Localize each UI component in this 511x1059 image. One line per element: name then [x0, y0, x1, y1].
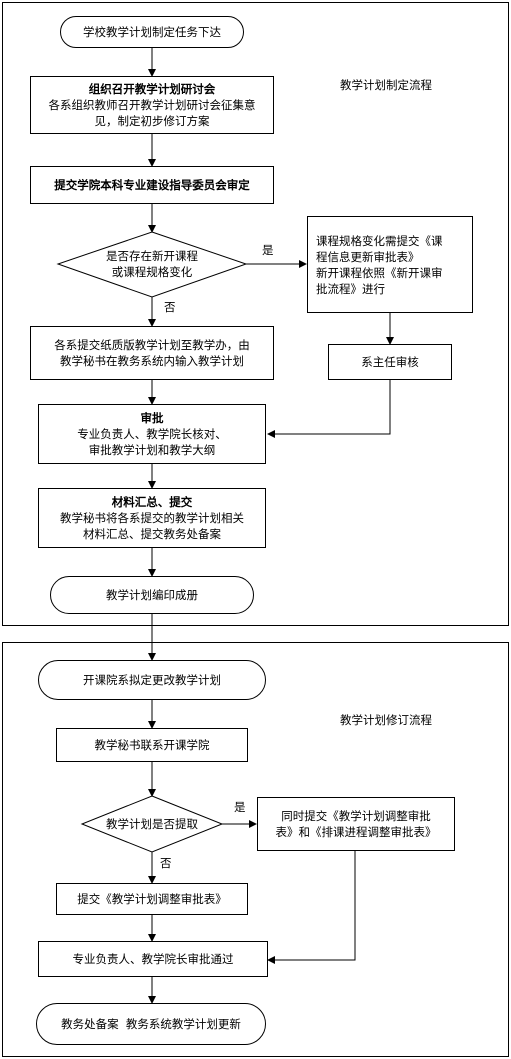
submit-adjust-form-box: 提交《教学计划调整审批表》 [56, 883, 248, 915]
leaders-approve-box: 专业负责人、教学院长审批通过 [38, 941, 268, 977]
dept-head-review-text: 系主任审核 [361, 355, 419, 369]
dept-head-review-box: 系主任审核 [328, 344, 452, 380]
revision-start-terminal: 开课院系拟定更改教学计划 [38, 660, 266, 700]
decision-diamond-plan-extract [80, 795, 224, 853]
course-change-line-1: 课程规格变化需提交《课 [316, 233, 443, 248]
section2-label: 教学计划修订流程 [340, 713, 432, 727]
archive-terminal-text: 教务处备案 教务系统教学计划更新 [61, 1017, 241, 1031]
leaders-approve-text: 专业负责人、教学院长审批通过 [72, 952, 234, 966]
approve-box: 审批 专业负责人、教学院长核对、 审批教学计划和教学大纲 [38, 404, 266, 464]
course-change-line-4: 批流程》进行 [316, 281, 385, 296]
revision-start-text: 开课院系拟定更改教学计划 [83, 673, 221, 687]
course-change-box: 课程规格变化需提交《课 程信息更新审批表》 新开课程依照《新开课审 批流程》进行 [307, 216, 473, 313]
contact-college-text: 教学秘书联系开课学院 [94, 738, 210, 752]
decision-line-2: 或课程规格变化 [111, 265, 193, 279]
submit-paper-line-1: 各系提交纸质版教学计划至教学办，由 [54, 338, 250, 352]
contact-college-box: 教学秘书联系开课学院 [56, 728, 248, 762]
decision2-no-label: 否 [160, 856, 172, 870]
decision-extract-text: 教学计划是否提取 [90, 816, 214, 832]
submit-paper-line-2: 教学秘书在教务系统内输入教学计划 [60, 354, 244, 368]
section2-panel [2, 642, 509, 1057]
meeting-body-line-1: 各系组织教师召开教学计划研讨会征集意 [48, 98, 256, 112]
start-terminal-text: 学校教学计划制定任务下达 [83, 25, 221, 39]
end-terminal-print-text: 教学计划编印成册 [106, 588, 198, 602]
committee-text: 提交学院本科专业建设指导委员会审定 [54, 178, 250, 192]
decision-diamond-new-course [56, 231, 248, 298]
dual-form-line-1: 同时提交《教学计划调整审批 [281, 809, 431, 823]
dual-form-box: 同时提交《教学计划调整审批 表》和《排课进程调整审批表》 [257, 797, 455, 851]
approve-body-line-2: 审批教学计划和教学大纲 [88, 443, 216, 457]
submit-paper-box: 各系提交纸质版教学计划至教学办，由 教学秘书在教务系统内输入教学计划 [30, 326, 274, 380]
meeting-body-line-2: 见，制定初步修订方案 [94, 114, 210, 128]
approve-body-line-1: 专业负责人、教学院长核对、 [77, 427, 227, 441]
decision1-yes-label: 是 [262, 243, 274, 257]
start-terminal: 学校教学计划制定任务下达 [60, 16, 244, 48]
course-change-line-2: 程信息更新审批表》 [316, 249, 420, 264]
collect-box: 材料汇总、提交 教学秘书将各系提交的教学计划相关 材料汇总、提交教务处备案 [38, 488, 266, 548]
section1-panel [2, 2, 509, 626]
meeting-box: 组织召开教学计划研讨会 各系组织教师召开教学计划研讨会征集意 见，制定初步修订方… [30, 76, 274, 134]
committee-box: 提交学院本科专业建设指导委员会审定 [30, 166, 274, 204]
decision-line-1: 是否存在新开课程 [106, 249, 198, 263]
end-terminal-print: 教学计划编印成册 [50, 576, 254, 614]
section1-label: 教学计划制定流程 [340, 78, 432, 92]
archive-terminal: 教务处备案 教务系统教学计划更新 [36, 1003, 266, 1045]
collect-body-line-1: 教学秘书将各系提交的教学计划相关 [60, 511, 244, 525]
meeting-title: 组织召开教学计划研讨会 [88, 82, 216, 96]
decision-new-course-text: 是否存在新开课程 或课程规格变化 [78, 248, 226, 280]
decision1-no-label: 否 [164, 300, 176, 314]
submit-adjust-form-text: 提交《教学计划调整审批表》 [77, 892, 227, 906]
collect-title: 材料汇总、提交 [111, 495, 193, 509]
collect-body-line-2: 材料汇总、提交教务处备案 [83, 527, 221, 541]
approve-title: 审批 [140, 411, 164, 425]
course-change-line-3: 新开课程依照《新开课审 [316, 265, 443, 280]
dual-form-line-2: 表》和《排课进程调整审批表》 [275, 825, 437, 839]
decision-extract-label: 教学计划是否提取 [106, 817, 198, 831]
decision2-yes-label: 是 [234, 800, 246, 814]
